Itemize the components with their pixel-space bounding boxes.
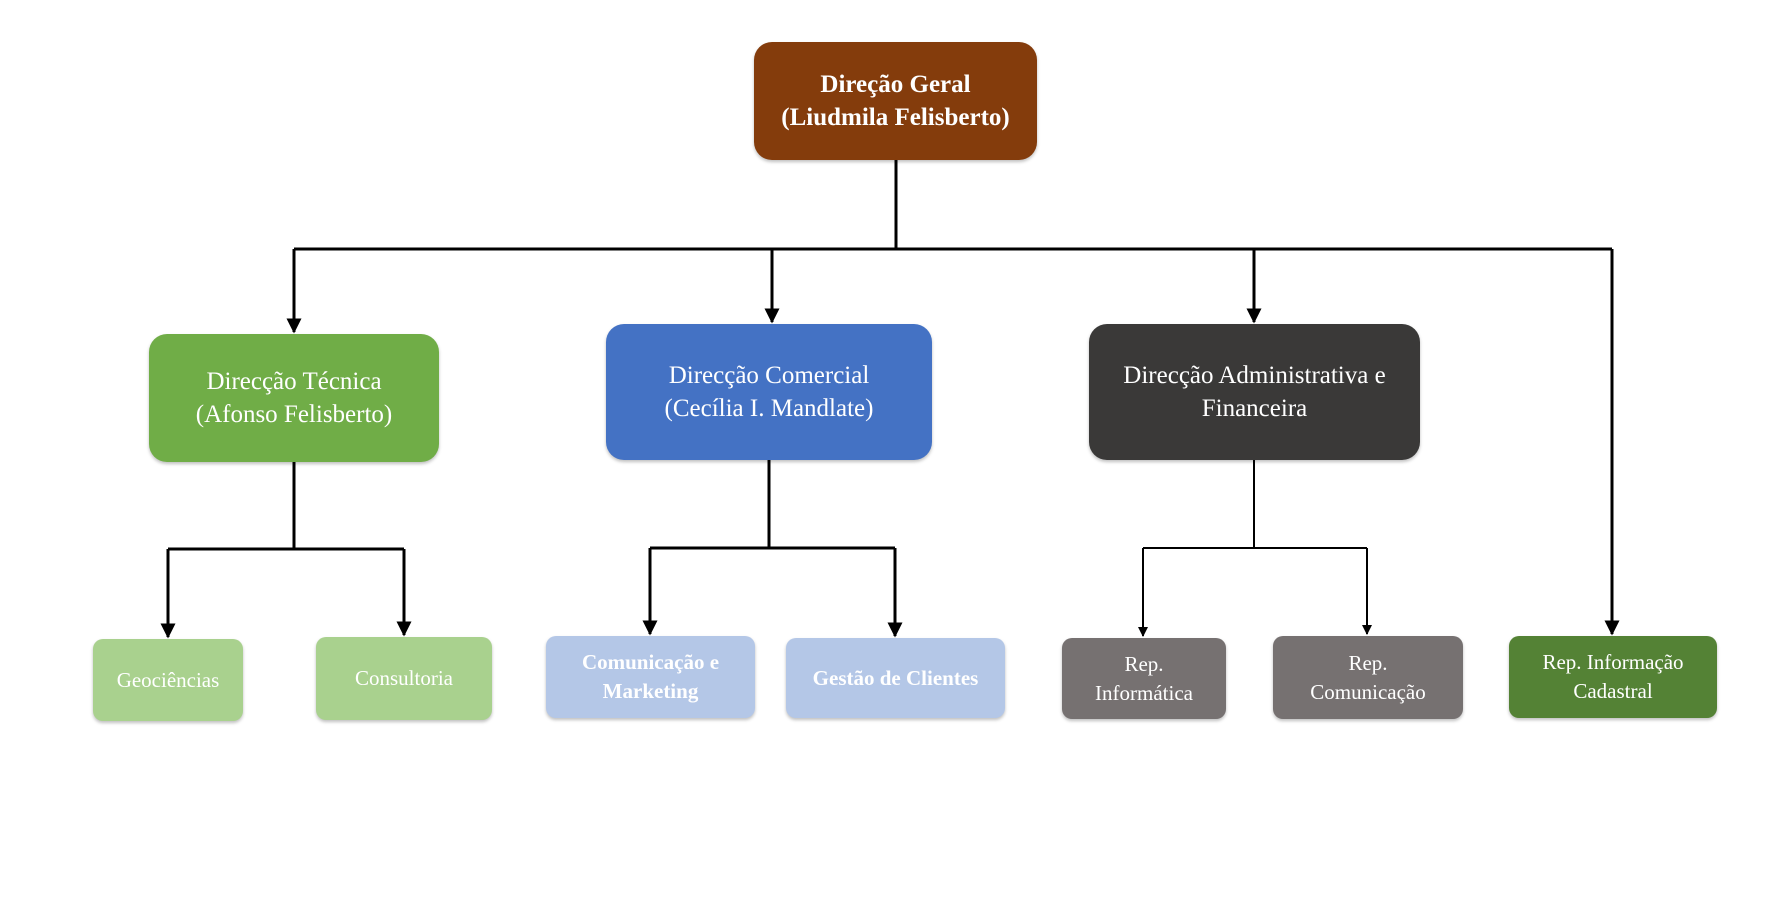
node-line: Comunicação	[1310, 679, 1426, 704]
node-line: Comunicação e	[581, 650, 720, 674]
node-line: Rep.	[1348, 650, 1388, 675]
node-line: (Liudmila Felisberto)	[781, 104, 1010, 131]
node-line: Direção Geral	[820, 71, 971, 98]
node-line: Direcção Administrativa e	[1123, 362, 1386, 389]
node-line: Rep.	[1124, 651, 1164, 676]
node-line: Marketing	[602, 679, 699, 703]
node-geociencias: Geociências	[93, 639, 243, 721]
node-direccao-administrativa: Direcção Administrativa e Financeira	[1089, 324, 1420, 460]
node-consultoria: Consultoria	[316, 637, 492, 720]
node-comunicacao-marketing: Comunicação e Marketing	[546, 636, 755, 718]
node-direccao-tecnica: Direcção Técnica (Afonso Felisberto)	[149, 334, 439, 462]
node-line: Direcção Técnica	[206, 368, 382, 395]
node-line: Rep. Informação	[1542, 650, 1684, 674]
node-direcao-geral: Direção Geral (Liudmila Felisberto)	[754, 42, 1037, 160]
node-rep-comunicacao: Rep. Comunicação	[1273, 636, 1463, 719]
node-line: Informática	[1095, 680, 1193, 705]
node-line: Gestão de Clientes	[812, 665, 979, 690]
node-rep-informatica: Rep. Informática	[1062, 638, 1226, 719]
node-line: Cadastral	[1573, 679, 1653, 703]
node-gestao-clientes: Gestão de Clientes	[786, 638, 1005, 718]
node-line: Geociências	[116, 667, 220, 692]
node-line: (Cecília I. Mandlate)	[664, 395, 874, 422]
node-line: Direcção Comercial	[668, 362, 870, 389]
node-direccao-comercial: Direcção Comercial (Cecília I. Mandlate)	[606, 324, 932, 460]
node-line: Consultoria	[355, 666, 453, 690]
node-line: Financeira	[1201, 395, 1308, 422]
node-line: (Afonso Felisberto)	[195, 401, 393, 428]
node-rep-informacao-cadastral: Rep. Informação Cadastral	[1509, 636, 1717, 718]
